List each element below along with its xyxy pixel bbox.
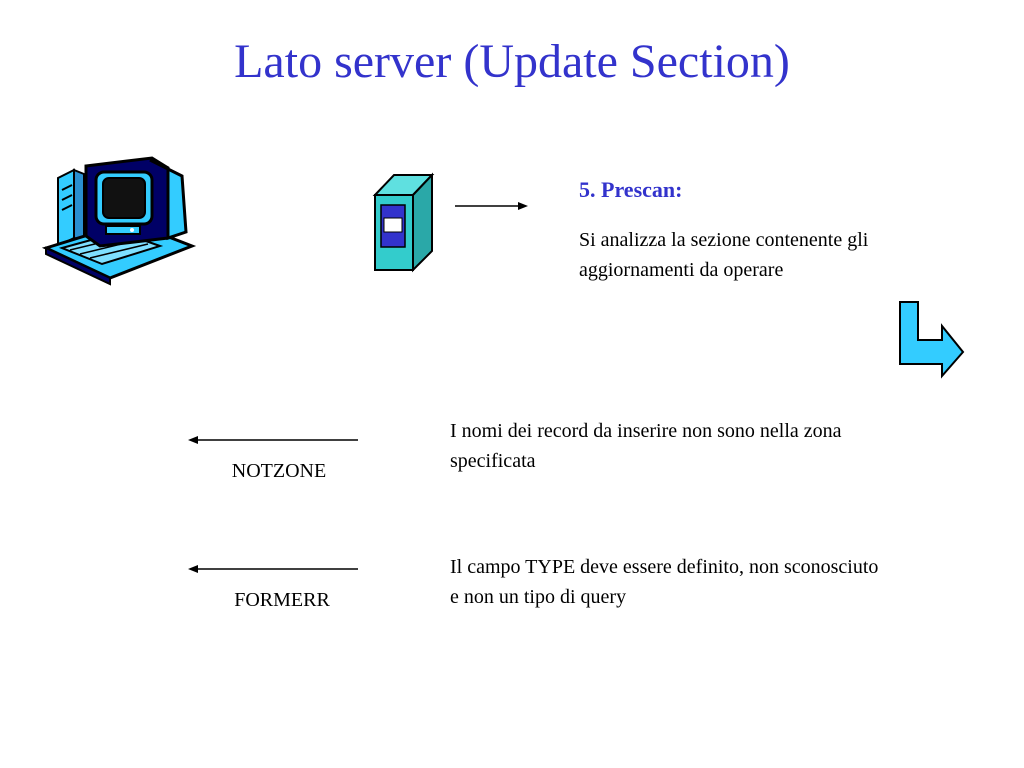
notzone-label: NOTZONE [231, 460, 327, 482]
computer-icon [41, 156, 197, 286]
slide-title: Lato server (Update Section) [234, 35, 790, 88]
notzone-description: I nomi dei record da inserire non sono n… [450, 420, 842, 472]
arrow-left-formerr-icon [188, 565, 358, 573]
step-heading: 5. Prescan: [579, 177, 683, 202]
arrow-right-icon [455, 202, 528, 210]
server-icon [372, 172, 435, 273]
formerr-label: FORMERR [234, 589, 330, 611]
bent-arrow-icon [899, 301, 965, 379]
formerr-description: Il campo TYPE deve essere definito, non … [450, 556, 879, 608]
step-description: Si analizza la sezione contenente gli ag… [579, 229, 869, 281]
arrow-left-notzone-icon [188, 436, 358, 444]
